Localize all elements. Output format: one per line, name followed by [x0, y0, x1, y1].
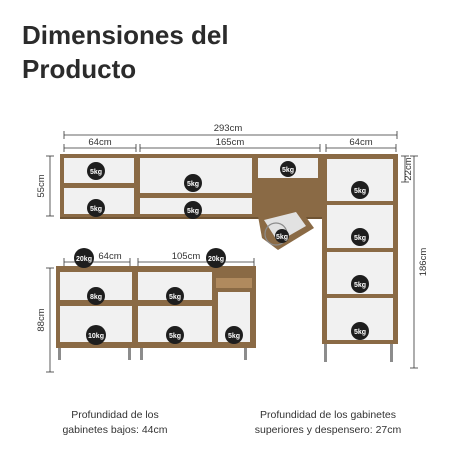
weight-icon: 10kg — [86, 325, 106, 345]
upper-depth-note-line-2: superiores y despensero: 27cm — [254, 424, 402, 436]
svg-text:5kg: 5kg — [228, 333, 240, 340]
svg-text:5kg: 5kg — [282, 167, 294, 174]
weight-icon: 5kg — [225, 326, 243, 344]
weight-icon: 5kg — [351, 322, 369, 340]
svg-text:5kg: 5kg — [354, 235, 366, 242]
weight-icon: 5kg — [184, 174, 202, 192]
title-line-2: Producto — [22, 54, 137, 84]
weight-icon: 5kg — [166, 287, 184, 305]
upper-depth-note: Profundidad de los gabinetes superiores … — [228, 408, 428, 438]
lower-depth-note-line-2: gabinetes bajos: 44cm — [62, 424, 168, 436]
svg-text:10kg: 10kg — [88, 333, 104, 340]
weight-icon: 20kg — [206, 248, 226, 268]
svg-text:20kg: 20kg — [208, 256, 224, 263]
weight-icon: 5kg — [275, 229, 289, 243]
weight-icon: 5kg — [280, 161, 296, 177]
upper-depth-note-line-1: Profundidad de los gabinetes — [259, 409, 397, 421]
lower-left-width-label: 64cm — [98, 251, 121, 262]
weight-icon: 5kg — [351, 181, 369, 199]
weight-icon: 20kg — [74, 248, 94, 268]
weight-icon: 5kg — [87, 162, 105, 180]
svg-text:5kg: 5kg — [354, 329, 366, 336]
svg-text:8kg: 8kg — [90, 294, 102, 301]
weight-icon: 5kg — [351, 275, 369, 293]
title-line-1: Dimensiones del — [22, 20, 229, 50]
upper-middle-width-label: 165cm — [216, 137, 245, 148]
svg-text:5kg: 5kg — [354, 282, 366, 289]
svg-text:5kg: 5kg — [354, 188, 366, 195]
lower-depth-note: Profundidad de los gabinetes bajos: 44cm — [40, 408, 190, 438]
svg-text:5kg: 5kg — [90, 206, 102, 213]
svg-text:5kg: 5kg — [169, 294, 181, 301]
lower-cabinets — [56, 266, 256, 360]
lower-height-label: 88cm — [36, 308, 47, 331]
page-title: Dimensiones del Producto — [22, 18, 229, 86]
weight-icon: 5kg — [351, 228, 369, 246]
svg-text:5kg: 5kg — [90, 169, 102, 176]
svg-text:20kg: 20kg — [76, 256, 92, 263]
lower-depth-note-line-1: Profundidad de los — [71, 409, 159, 421]
pantry-top-height-label: 22cm — [403, 157, 414, 180]
lower-right-width-label: 105cm — [172, 251, 201, 262]
weight-icons: 5kg 5kg 5kg 5kg 5kg 5kg 5kg 5kg 5kg 5kg … — [74, 161, 369, 345]
svg-text:5kg: 5kg — [187, 181, 199, 188]
svg-text:5kg: 5kg — [187, 208, 199, 215]
weight-icon: 5kg — [184, 201, 202, 219]
pantry-width-label: 64cm — [349, 137, 372, 148]
pantry-height-label: 186cm — [418, 248, 429, 277]
svg-text:5kg: 5kg — [169, 333, 181, 340]
weight-icon: 8kg — [87, 287, 105, 305]
upper-left-width-label: 64cm — [88, 137, 111, 148]
upper-height-label: 55cm — [36, 174, 47, 197]
weight-icon: 5kg — [87, 199, 105, 217]
weight-icon: 5kg — [166, 326, 184, 344]
total-width-label: 293cm — [214, 123, 243, 134]
svg-text:5kg: 5kg — [276, 234, 288, 241]
